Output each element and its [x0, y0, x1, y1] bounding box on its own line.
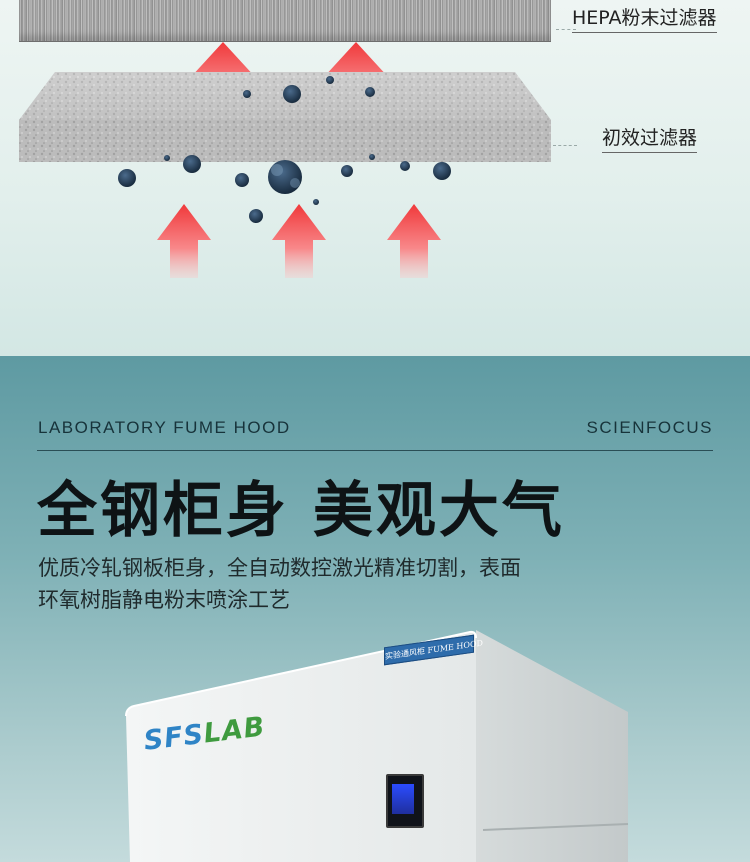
pre-filter-slab: [19, 72, 551, 162]
hepa-filter-layer: [19, 0, 551, 42]
filter-illustration: HEPA粉末过滤器: [0, 0, 750, 356]
airflow-diagram: [19, 42, 551, 278]
prefilter-leader-line: [553, 145, 577, 146]
lower-airflow-arrows: [157, 204, 441, 278]
eyebrow-left: LABORATORY FUME HOOD: [38, 418, 291, 437]
hepa-filter-label: HEPA粉末过滤器: [572, 3, 717, 33]
fume-hood-cabinet: [125, 630, 629, 862]
section-divider: [37, 450, 713, 451]
control-panel: [386, 774, 424, 828]
eyebrow-right: SCIENFOCUS: [586, 418, 713, 437]
description-line-1: 优质冷轧钢板柜身，全自动数控激光精准切割，表面: [38, 556, 521, 580]
hepa-leader-line: [556, 29, 576, 30]
description-line-2: 环氧树脂静电粉末喷涂工艺: [38, 588, 290, 612]
bacteria-particles: [118, 76, 451, 223]
headline: 全钢柜身 美观大气: [37, 476, 565, 546]
control-screen: [392, 784, 414, 814]
product-section: LABORATORY FUME HOOD SCIENFOCUS 全钢柜身 美观大…: [0, 356, 750, 862]
prefilter-label: 初效过滤器: [602, 123, 698, 153]
description: 优质冷轧钢板柜身，全自动数控激光精准切割，表面 环氧树脂静电粉末喷涂工艺: [38, 552, 638, 616]
